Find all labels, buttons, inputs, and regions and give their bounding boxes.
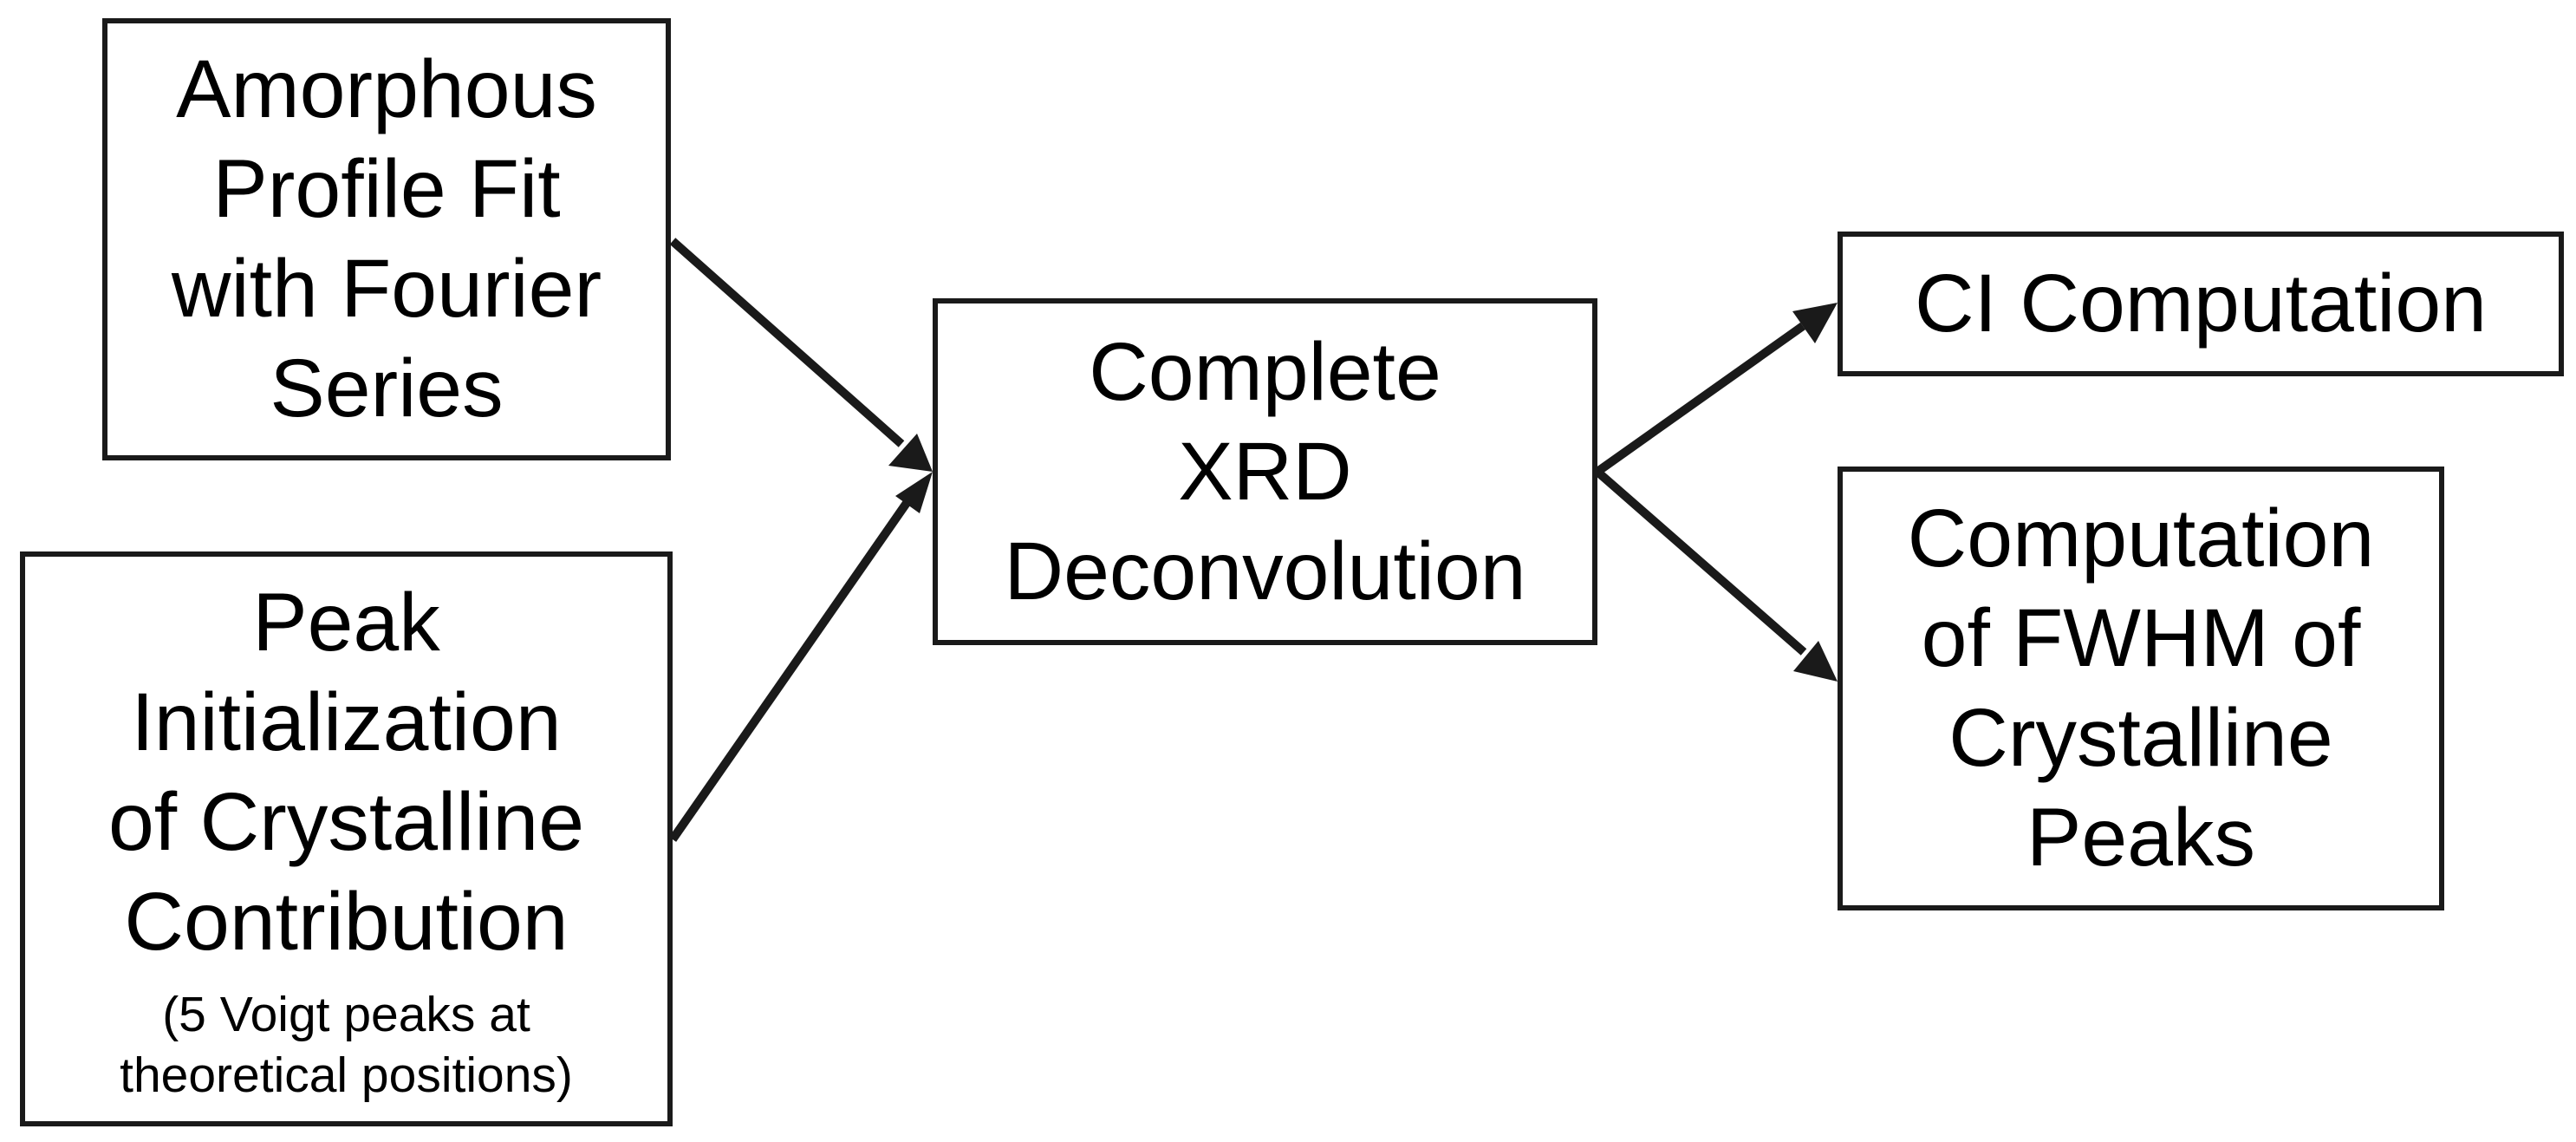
node-note-line: theoretical positions) [120,1047,573,1103]
node-label-line: Series [270,343,504,434]
node-label-line: XRD [1178,425,1352,518]
node-label-line: of FWHM of [1921,592,2361,684]
node-label-line: Crystalline [1948,692,2333,784]
node-fwhm-computation: Computation of FWHM of Crystalline Peaks [1838,467,2444,910]
node-label-line: Complete [1089,325,1441,418]
node-label-line: Initialization [131,675,562,768]
arrow-complete-to-fwhm [1594,468,1838,682]
node-label-line: Peak [252,576,440,669]
node-label-line: of Crystalline [107,775,585,868]
node-label-line: Deconvolution [1004,525,1526,617]
arrow-complete-to-ci [1595,303,1838,476]
node-complete-xrd-deconvolution: Complete XRD Deconvolution [933,298,1597,645]
node-label-line: Profile Fit [212,143,561,235]
node-label-line: Computation [1907,493,2375,584]
node-amorphous-profile-fit: Amorphous Profile Fit with Fourier Serie… [102,18,671,460]
node-label-line: Contribution [124,875,569,968]
node-peak-initialization: Peak Initialization of Crystalline Contr… [20,551,673,1126]
node-label-line: CI Computation [1914,258,2488,349]
node-label-line: with Fourier [171,243,602,335]
arrow-amorphous-to-complete [669,238,933,472]
node-label-line: Peaks [2026,792,2256,884]
node-note-line: (5 Voigt peaks at [162,986,530,1042]
arrow-peak-to-complete [668,472,933,842]
node-label-line: Amorphous [176,43,597,135]
node-ci-computation: CI Computation [1838,232,2564,376]
